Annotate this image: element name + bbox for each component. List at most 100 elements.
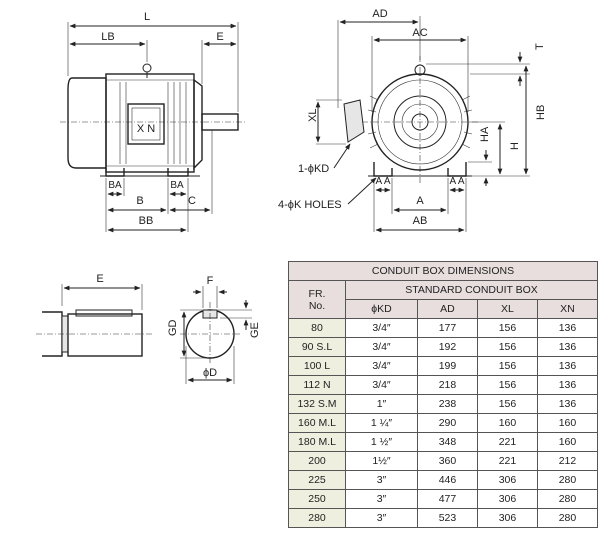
cell-xl: 156 xyxy=(476,337,538,357)
dim-K-holes: 4-ϕK HOLES xyxy=(278,199,342,211)
cell-ad: 348 xyxy=(416,432,478,452)
cell-kd: 1″ xyxy=(345,394,418,414)
cell-xl: 156 xyxy=(476,394,538,414)
side-view: L LB E X N BA BA B C BB xyxy=(60,11,246,233)
cell-kd: 3″ xyxy=(345,470,418,490)
cell-xn: 136 xyxy=(536,375,599,395)
cell-xl: 156 xyxy=(476,375,538,395)
dim-GD: GD xyxy=(167,319,179,336)
dim-AA-right: A A xyxy=(449,176,464,187)
dim-BA-left: BA xyxy=(108,180,122,191)
dim-LB: LB xyxy=(101,31,114,43)
cell-ad: 218 xyxy=(416,375,478,395)
cell-xl: 306 xyxy=(476,470,538,490)
dim-D: ϕD xyxy=(203,367,217,379)
cell-fr: 90 S.L xyxy=(288,337,346,357)
front-view: AD AC T XL HB HA H 1-ϕKD A A A A 4-ϕK HO… xyxy=(278,8,547,233)
cell-xn: 136 xyxy=(536,318,599,338)
cell-kd: 3/4″ xyxy=(345,356,418,376)
group-header: STANDARD CONDUIT BOX xyxy=(345,280,598,300)
cell-xn: 136 xyxy=(536,356,599,376)
end-cover xyxy=(67,77,107,169)
cell-fr: 112 N xyxy=(288,375,346,395)
cooling-fins xyxy=(119,82,187,164)
cell-xn: 280 xyxy=(536,470,599,490)
dim-AD: AD xyxy=(372,8,387,20)
cell-xl: 221 xyxy=(476,432,538,452)
cell-fr: 80 xyxy=(288,318,346,338)
shaft-body xyxy=(67,313,143,357)
cell-ad: 523 xyxy=(416,508,478,528)
column-header: XL xyxy=(476,299,538,319)
cell-xn: 160 xyxy=(536,413,599,433)
cell-ad: 360 xyxy=(416,451,478,471)
cell-xl: 306 xyxy=(476,508,538,528)
dim-L: L xyxy=(144,11,150,23)
cell-xl: 156 xyxy=(476,356,538,376)
cell-fr: 132 S.M xyxy=(288,394,346,414)
cell-kd: 3/4″ xyxy=(345,318,418,338)
dim-H: H xyxy=(509,142,521,150)
cell-xl: 221 xyxy=(476,451,538,471)
dim-C: C xyxy=(188,195,196,207)
dim-XN: X N xyxy=(137,123,155,135)
fr-header: FR. No. xyxy=(288,280,346,319)
fr-header-line2: No. xyxy=(308,299,326,312)
dim-KD: 1-ϕKD xyxy=(298,163,329,175)
cell-xn: 280 xyxy=(536,508,599,528)
cell-kd: 3/4″ xyxy=(345,375,418,395)
front-flange xyxy=(193,78,203,170)
column-header: XN xyxy=(536,299,599,319)
conduit-box-side xyxy=(343,99,365,143)
cell-xl: 160 xyxy=(476,413,538,433)
cell-fr: 250 xyxy=(288,489,346,509)
cell-xn: 136 xyxy=(536,337,599,357)
dim-shaft-E: E xyxy=(96,273,103,285)
cell-ad: 290 xyxy=(416,413,478,433)
cell-fr: 280 xyxy=(288,508,346,528)
cell-fr: 200 xyxy=(288,451,346,471)
cell-ad: 446 xyxy=(416,470,478,490)
cell-fr: 160 M.L xyxy=(288,413,346,433)
cell-xl: 306 xyxy=(476,489,538,509)
foot-front-left xyxy=(373,162,393,177)
dim-F: F xyxy=(207,275,214,287)
cell-ad: 192 xyxy=(416,337,478,357)
dim-BB: BB xyxy=(139,215,154,227)
cell-kd: 1 ¼″ xyxy=(345,413,418,433)
radial-fins xyxy=(367,95,473,149)
cell-fr: 100 L xyxy=(288,356,346,376)
dim-B: B xyxy=(136,195,143,207)
dim-XL: XL xyxy=(307,109,319,122)
dim-A: A xyxy=(416,195,424,207)
dim-GE: GE xyxy=(249,322,261,338)
eye-bolt xyxy=(142,63,152,73)
conduit-box xyxy=(127,103,165,145)
cell-ad: 177 xyxy=(416,318,478,338)
dim-AB: AB xyxy=(413,215,428,227)
column-header: AD xyxy=(416,299,478,319)
dim-HA: HA xyxy=(479,126,491,142)
cell-kd: 3″ xyxy=(345,489,418,509)
cell-kd: 3″ xyxy=(345,508,418,528)
shaft-key xyxy=(75,309,133,317)
cell-xl: 156 xyxy=(476,318,538,338)
foot-front-right xyxy=(447,162,467,177)
dim-AA-left: A A xyxy=(375,176,390,187)
cell-xn: 136 xyxy=(536,394,599,414)
shaft-detail: E xyxy=(36,273,152,357)
cell-fr: 180 M.L xyxy=(288,432,346,452)
conduit-box-table: CONDUIT BOX DIMENSIONS FR. No. STANDARD … xyxy=(288,261,599,528)
